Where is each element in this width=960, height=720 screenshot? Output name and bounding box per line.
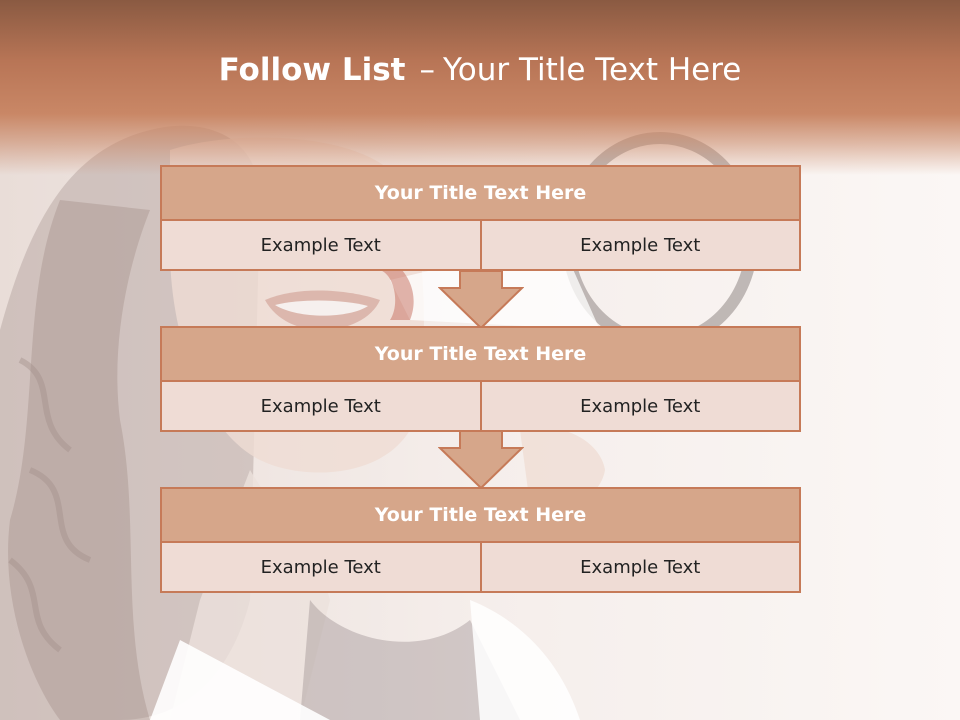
block-row: Example Text Example Text bbox=[160, 382, 801, 432]
list-block-2: Your Title Text Here Example Text Exampl… bbox=[160, 326, 801, 432]
block-cell-right: Example Text bbox=[479, 221, 800, 269]
block-cell-left: Example Text bbox=[260, 395, 381, 417]
slide-title-bold: Follow List bbox=[218, 52, 406, 88]
block-row: Example Text Example Text bbox=[160, 221, 801, 271]
block-cell-right: Example Text bbox=[479, 382, 800, 430]
slide-title-rest: Your Title Text Here bbox=[442, 52, 742, 88]
slide-title: Follow List–Your Title Text Here bbox=[0, 52, 960, 88]
block-cell-left: Example Text bbox=[260, 234, 381, 256]
block-cell-left: Example Text bbox=[260, 556, 381, 578]
header-band bbox=[0, 0, 960, 175]
block-row: Example Text Example Text bbox=[160, 543, 801, 593]
block-title: Your Title Text Here bbox=[160, 165, 801, 221]
block-cell-right: Example Text bbox=[479, 543, 800, 591]
down-arrow-icon bbox=[438, 430, 524, 490]
block-title: Your Title Text Here bbox=[160, 487, 801, 543]
list-block-1: Your Title Text Here Example Text Exampl… bbox=[160, 165, 801, 271]
slide-title-separator: – bbox=[419, 52, 435, 88]
block-title: Your Title Text Here bbox=[160, 326, 801, 382]
list-block-3: Your Title Text Here Example Text Exampl… bbox=[160, 487, 801, 593]
down-arrow-icon bbox=[438, 270, 524, 330]
